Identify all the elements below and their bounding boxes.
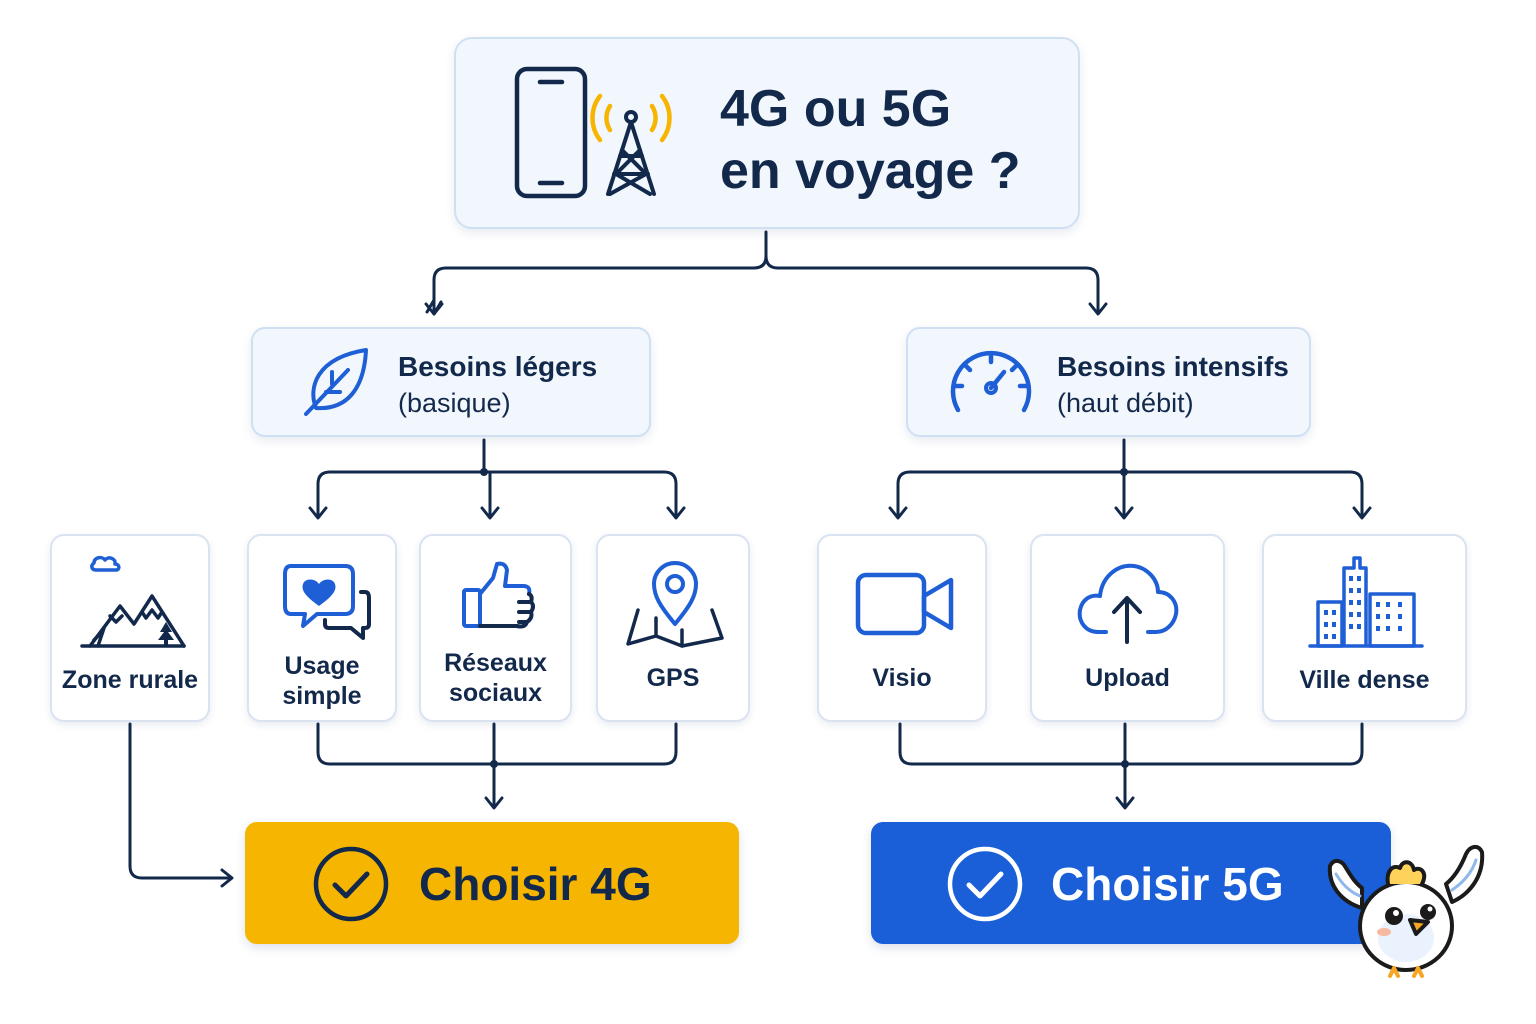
video-camera-icon	[855, 572, 954, 636]
map-pin-icon	[626, 561, 724, 648]
choose-5g-label: Choisir 5G	[1051, 858, 1284, 910]
light-needs-card	[251, 327, 651, 437]
choose-4g-result: Choisir 4G	[245, 822, 739, 944]
light-needs-title: Besoins légers	[398, 351, 598, 382]
cloud-upload-icon	[1077, 563, 1179, 644]
criterion-label: Ville dense	[1299, 666, 1430, 694]
criterion-reseaux-sociaux: Réseaux sociaux	[419, 534, 572, 722]
choose-4g-label: Choisir 4G	[419, 858, 652, 910]
speedometer-icon	[950, 350, 1032, 413]
check-circle-icon	[947, 846, 1023, 922]
intensive-needs-subtitle: (haut débit)	[1057, 388, 1194, 418]
mountain-icon	[80, 555, 186, 648]
choose-5g-result: Choisir 5G	[871, 822, 1391, 944]
criterion-label: Usage simple	[282, 652, 362, 710]
criterion-gps: GPS	[596, 534, 750, 722]
criterion-zone-rurale: Zone rurale	[50, 534, 210, 722]
light-needs-subtitle: (basique)	[398, 388, 511, 418]
criterion-label: Réseaux sociaux	[444, 649, 547, 707]
criterion-label: Zone rurale	[61, 666, 199, 694]
criterion-label: Visio	[872, 664, 932, 692]
city-buildings-icon	[1308, 556, 1424, 648]
page-title: 4G ou 5G en voyage ?	[720, 78, 1021, 202]
criterion-visio: Visio	[817, 534, 987, 722]
intensive-needs-card	[906, 327, 1311, 437]
smartphone-icon	[514, 66, 588, 199]
criterion-usage-simple: Usage simple	[247, 534, 397, 722]
thumbs-up-icon	[462, 561, 535, 629]
check-circle-icon	[313, 846, 389, 922]
leaf-icon	[304, 348, 368, 416]
intensive-needs-title: Besoins intensifs	[1057, 351, 1289, 382]
cell-tower-icon	[590, 93, 672, 196]
criterion-label: GPS	[646, 664, 700, 692]
title-line-2: en voyage ?	[720, 142, 1021, 200]
criterion-ville-dense: Ville dense	[1262, 534, 1467, 722]
criterion-upload: Upload	[1030, 534, 1225, 722]
criterion-label: Upload	[1085, 664, 1170, 692]
bird-mascot-icon	[1327, 845, 1485, 978]
title-line-1: 4G ou 5G	[720, 80, 952, 138]
chat-heart-icon	[283, 564, 371, 640]
